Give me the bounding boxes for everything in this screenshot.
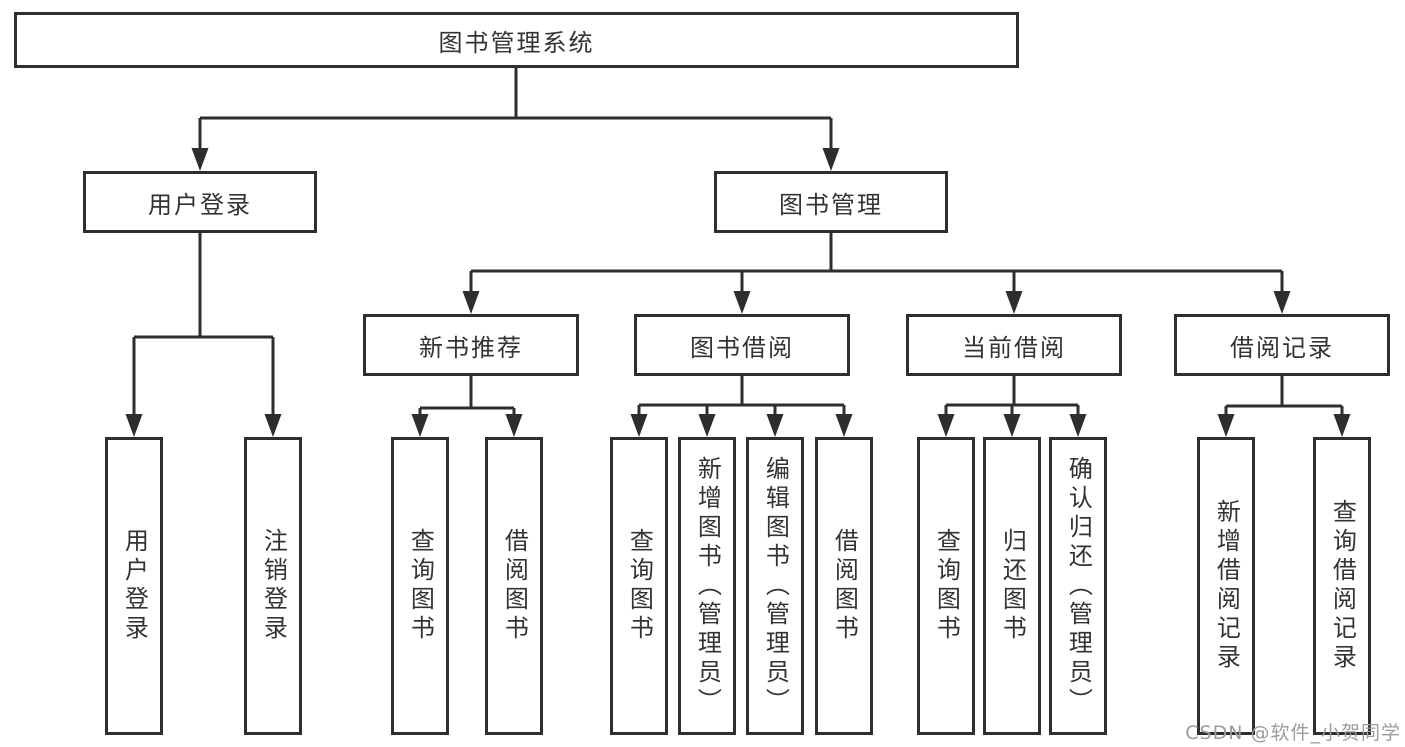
leaf-label: 编辑图书（管理员） [761, 455, 790, 717]
arrowhead [125, 414, 143, 437]
arrowhead [835, 414, 853, 437]
leaf-nbr-query-books: 查询图书 [391, 437, 449, 735]
arrowhead [1069, 414, 1087, 437]
arrowhead [937, 414, 955, 437]
leaf-label: 新增图书（管理员） [693, 455, 722, 717]
leaf-br-add-record: 新增借阅记录 [1197, 437, 1255, 735]
connector-user-login-children [125, 233, 282, 437]
node-new-book-recommend: 新书推荐 [363, 314, 579, 376]
arrowhead [1003, 414, 1021, 437]
arrowhead [1333, 414, 1351, 437]
node-book-management: 图书管理 [714, 171, 948, 233]
leaf-label: 用户登录 [120, 528, 149, 644]
arrowhead [766, 414, 784, 437]
arrowhead [191, 148, 209, 171]
csdn-watermark: CSDN @软件_小贺同学 [1185, 722, 1401, 744]
arrowhead [1273, 291, 1291, 314]
leaf-user-login: 用户登录 [105, 437, 163, 735]
arrowhead [505, 414, 523, 437]
connector-book-mgmt-children [462, 233, 1291, 314]
leaf-label: 归还图书 [998, 528, 1027, 644]
arrowhead [411, 414, 429, 437]
arrowhead [1217, 414, 1235, 437]
leaf-label: 查询图书 [625, 528, 654, 644]
arrowhead [630, 414, 648, 437]
arrowhead [698, 414, 716, 437]
leaf-label: 借阅图书 [830, 528, 859, 644]
leaf-label: 新增借阅记录 [1212, 499, 1241, 673]
leaf-label: 注销登录 [259, 528, 288, 644]
connector-new-book-recommend-children [411, 376, 523, 437]
leaf-nbr-borrow-books: 借阅图书 [485, 437, 543, 735]
arrowhead [822, 148, 840, 171]
leaf-bb-query-books: 查询图书 [610, 437, 668, 735]
leaf-bb-borrow-books: 借阅图书 [815, 437, 873, 735]
node-borrow-records: 借阅记录 [1174, 314, 1390, 376]
leaf-label: 借阅图书 [500, 528, 529, 644]
arrowhead [462, 291, 480, 314]
leaf-br-query-record: 查询借阅记录 [1313, 437, 1371, 735]
leaf-cb-confirm-return-admin: 确认归还（管理员） [1049, 437, 1107, 735]
node-root: 图书管理系统 [14, 12, 1019, 68]
node-user-login: 用户登录 [83, 171, 317, 233]
leaf-label: 查询借阅记录 [1328, 499, 1357, 673]
leaf-cb-query-books: 查询图书 [917, 437, 975, 735]
leaf-label: 查询图书 [932, 528, 961, 644]
arrowhead [733, 291, 751, 314]
connector-current-borrow-children [937, 376, 1087, 437]
connector-book-borrow-children [630, 376, 853, 437]
leaf-cb-return-books: 归还图书 [983, 437, 1041, 735]
leaf-bb-add-books-admin: 新增图书（管理员） [678, 437, 736, 735]
connector-borrow-records-children [1217, 376, 1351, 437]
connector-root-children [191, 68, 840, 171]
leaf-logout: 注销登录 [244, 437, 302, 735]
arrowhead [264, 414, 282, 437]
leaf-label: 查询图书 [406, 528, 435, 644]
leaf-bb-edit-books-admin: 编辑图书（管理员） [746, 437, 804, 735]
leaf-label: 确认归还（管理员） [1064, 455, 1093, 717]
arrowhead [1005, 291, 1023, 314]
node-book-borrow: 图书借阅 [634, 314, 850, 376]
node-current-borrow: 当前借阅 [906, 314, 1122, 376]
